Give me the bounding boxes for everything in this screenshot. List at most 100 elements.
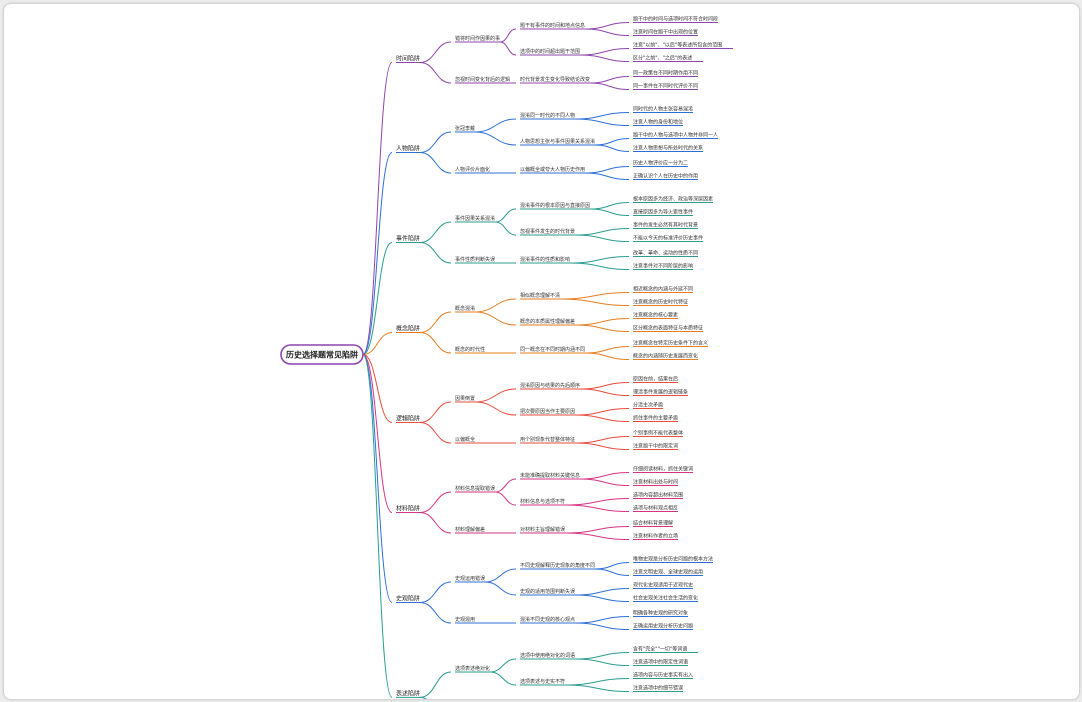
- branch-node[interactable]: 事件陷阱: [396, 235, 420, 243]
- topic-node[interactable]: 选项表述绝对化: [455, 665, 490, 672]
- subtopic-node[interactable]: 时代背景发生变化导致结论改变: [520, 76, 590, 83]
- subtopic-node[interactable]: 题干有事件的时间和地点信息: [520, 22, 585, 29]
- leaf-node[interactable]: 注意人物的身份和地位: [633, 119, 683, 126]
- leaf-node[interactable]: 选项内容与历史事实有出入: [633, 672, 693, 679]
- topic-node[interactable]: 张冠李戴: [455, 125, 475, 132]
- subtopic-node[interactable]: 对材料主旨理解错误: [520, 526, 565, 533]
- subtopic-node[interactable]: 不同史观解释历史现象的角度不同: [520, 562, 595, 569]
- branch-node[interactable]: 人物陷阱: [396, 145, 420, 153]
- leaf-node[interactable]: 注意时间在题干中出现的位置: [633, 29, 698, 36]
- leaf-node[interactable]: 不能以今天的标准评价历史事件: [633, 235, 703, 242]
- topic-node[interactable]: 材料信息提取错误: [455, 485, 495, 492]
- leaf-node[interactable]: 抓住事件的主要矛盾: [633, 415, 678, 422]
- branch-node[interactable]: 时间陷阱: [396, 55, 420, 63]
- topic-node[interactable]: 事件因果关系混淆: [455, 215, 495, 222]
- subtopic-node[interactable]: 材料信息与选项不符: [520, 498, 565, 505]
- leaf-node[interactable]: 理清事件发展的逻辑链条: [633, 389, 688, 396]
- subtopic-node[interactable]: 混淆事件的根本原因与直接原因: [520, 202, 590, 209]
- edge-l3-leaf: [564, 678, 630, 686]
- topic-node[interactable]: 概念的时代性: [455, 346, 485, 353]
- leaf-node[interactable]: 根本原因多为经济、政治等深层因素: [633, 196, 713, 203]
- branch-node[interactable]: 概念陷阱: [396, 325, 420, 333]
- leaf-node[interactable]: 注意材料作者的立场: [633, 533, 678, 540]
- leaf-node[interactable]: 相近概念的内涵与外延不同: [633, 286, 693, 293]
- leaf-node[interactable]: 区分概念的表面特征与本质特征: [633, 325, 703, 332]
- subtopic-node[interactable]: 把次要原因当作主要原因: [520, 408, 575, 415]
- leaf-node[interactable]: 同一政策在不同时期作用不同: [633, 70, 698, 77]
- branch-node[interactable]: 材料陷阱: [396, 505, 420, 513]
- subtopic-node[interactable]: 混淆同一时代的不同人物: [520, 112, 575, 119]
- leaf-node[interactable]: 结合材料背景理解: [633, 520, 673, 527]
- leaf-node[interactable]: 注意概念的历史时代特征: [633, 299, 688, 306]
- topic-node[interactable]: 以偏概全: [455, 436, 475, 443]
- topic-node[interactable]: 事件性质判断失误: [455, 256, 495, 263]
- leaf-node[interactable]: 题干中的时间与选项时间不符合时间段: [633, 16, 718, 23]
- leaf-node[interactable]: 注意选项中的限定性词语: [633, 659, 688, 666]
- topic-node[interactable]: 史观运用错误: [455, 575, 485, 582]
- edge-l3-leaf: [574, 658, 630, 666]
- edge-l1-l2: [419, 332, 452, 354]
- leaf-node[interactable]: 唯物史观是分析历史问题的根本方法: [633, 556, 713, 563]
- topic-node[interactable]: 错将时间作因果的事: [455, 35, 500, 42]
- edge-l3-leaf: [559, 292, 630, 300]
- leaf-node[interactable]: 含有"完全""一切"等词语: [633, 646, 687, 653]
- leaf-node[interactable]: 注意材料出处与时间: [633, 479, 678, 486]
- leaf-node[interactable]: 明确各种史观的研究对象: [633, 610, 688, 617]
- leaf-node[interactable]: 注意概念的核心要素: [633, 312, 678, 319]
- subtopic-node[interactable]: 选项中的时间超出题干范围: [520, 48, 580, 55]
- leaf-node[interactable]: 选项内容超出材料范围: [633, 492, 683, 499]
- edge-l3-leaf: [574, 228, 630, 236]
- leaf-node[interactable]: 现代化史观适用于近现代史: [633, 582, 693, 589]
- leaf-node[interactable]: 注意文明史观、全球史观的运用: [633, 569, 703, 576]
- leaf-node[interactable]: 社会史观关注社会生活的变化: [633, 595, 698, 602]
- topic-node[interactable]: 因果倒置: [455, 395, 475, 402]
- leaf-node[interactable]: 注意事件对不同阶层的影响: [633, 263, 693, 270]
- leaf-node[interactable]: 分清主次矛盾: [633, 402, 663, 409]
- leaf-node[interactable]: 正确运用史观分析历史问题: [633, 623, 693, 630]
- leaf-node[interactable]: 题干中的人物与选项中人物并非同一人: [633, 132, 718, 139]
- branch-node[interactable]: 表述陷阱: [396, 689, 420, 697]
- subtopic-node[interactable]: 同一概念在不同时期内涵不同: [520, 346, 585, 353]
- leaf-node[interactable]: 同时代的人物主张容易混淆: [633, 106, 693, 113]
- leaf-node[interactable]: 正确认识个人在历史中的作用: [633, 173, 698, 180]
- subtopic-node[interactable]: 混淆不同史观的核心观点: [520, 616, 575, 623]
- subtopic-node[interactable]: 混淆事件的性质和影响: [520, 256, 570, 263]
- topic-node[interactable]: 材料理解偏差: [455, 526, 485, 533]
- topic-node[interactable]: 忽视时间变化背后的逻辑: [455, 76, 510, 83]
- leaf-node[interactable]: 仔细阅读材料，抓住关键词: [633, 466, 693, 473]
- subtopic-node[interactable]: 人物思想主张与事件因果关系混淆: [520, 138, 595, 145]
- leaf-node[interactable]: 原因在前，结果在后: [633, 376, 678, 383]
- edge-l3-leaf: [584, 22, 630, 30]
- topic-node[interactable]: 概念混淆: [455, 305, 475, 312]
- leaf-node[interactable]: 注意"以前"、"以后"等表述所包含的范围: [633, 42, 722, 49]
- subtopic-node[interactable]: 相似概念理解不清: [520, 292, 560, 299]
- root-node-box[interactable]: [280, 344, 364, 365]
- leaf-node[interactable]: 区分"之前"、"之后"的表述: [633, 55, 692, 62]
- edge-l2-l3: [499, 41, 517, 56]
- subtopic-node[interactable]: 概念的本质属性理解偏差: [520, 318, 575, 325]
- leaf-node[interactable]: 注意人物思想与所处时代的关系: [633, 145, 703, 152]
- leaf-node[interactable]: 事件的发生必然有其时代背景: [633, 222, 698, 229]
- leaf-node[interactable]: 选项与材料观点相反: [633, 505, 678, 512]
- leaf-node[interactable]: 改革、革命、运动的性质不同: [633, 250, 698, 257]
- branch-node[interactable]: 逻辑陷阱: [396, 415, 420, 423]
- subtopic-node[interactable]: 用个别现象代替整体特征: [520, 436, 575, 443]
- topic-node[interactable]: 史观混用: [455, 616, 475, 623]
- branch-node[interactable]: 史观陷阱: [396, 595, 420, 603]
- leaf-node[interactable]: 个别事例不能代表整体: [633, 430, 683, 437]
- topic-node[interactable]: 人物评价片面化: [455, 166, 490, 173]
- subtopic-node[interactable]: 未能准确提取材料关键信息: [520, 472, 580, 479]
- leaf-node[interactable]: 注意题干中的限定词: [633, 443, 678, 450]
- leaf-node[interactable]: 注意概念在特定历史条件下的含义: [633, 340, 708, 347]
- leaf-node[interactable]: 注意选项中的细节错误: [633, 685, 683, 692]
- leaf-node[interactable]: 历史人物评价应一分为二: [633, 160, 688, 167]
- subtopic-node[interactable]: 选项表述与史实不符: [520, 678, 565, 685]
- leaf-node[interactable]: 概念的内涵随历史发展而变化: [633, 353, 698, 360]
- leaf-node[interactable]: 同一事件在不同时代评价不同: [633, 83, 698, 90]
- subtopic-node[interactable]: 以偏概全或夸大人物历史作用: [520, 166, 585, 173]
- subtopic-node[interactable]: 混淆原因与结果的先后顺序: [520, 382, 580, 389]
- leaf-node[interactable]: 直接原因多为导火索性事件: [633, 209, 693, 216]
- subtopic-node[interactable]: 史观的适用范围判断失误: [520, 588, 575, 595]
- subtopic-node[interactable]: 忽视事件发生的时代背景: [520, 228, 575, 235]
- subtopic-node[interactable]: 选项中使用绝对化的词语: [520, 652, 575, 659]
